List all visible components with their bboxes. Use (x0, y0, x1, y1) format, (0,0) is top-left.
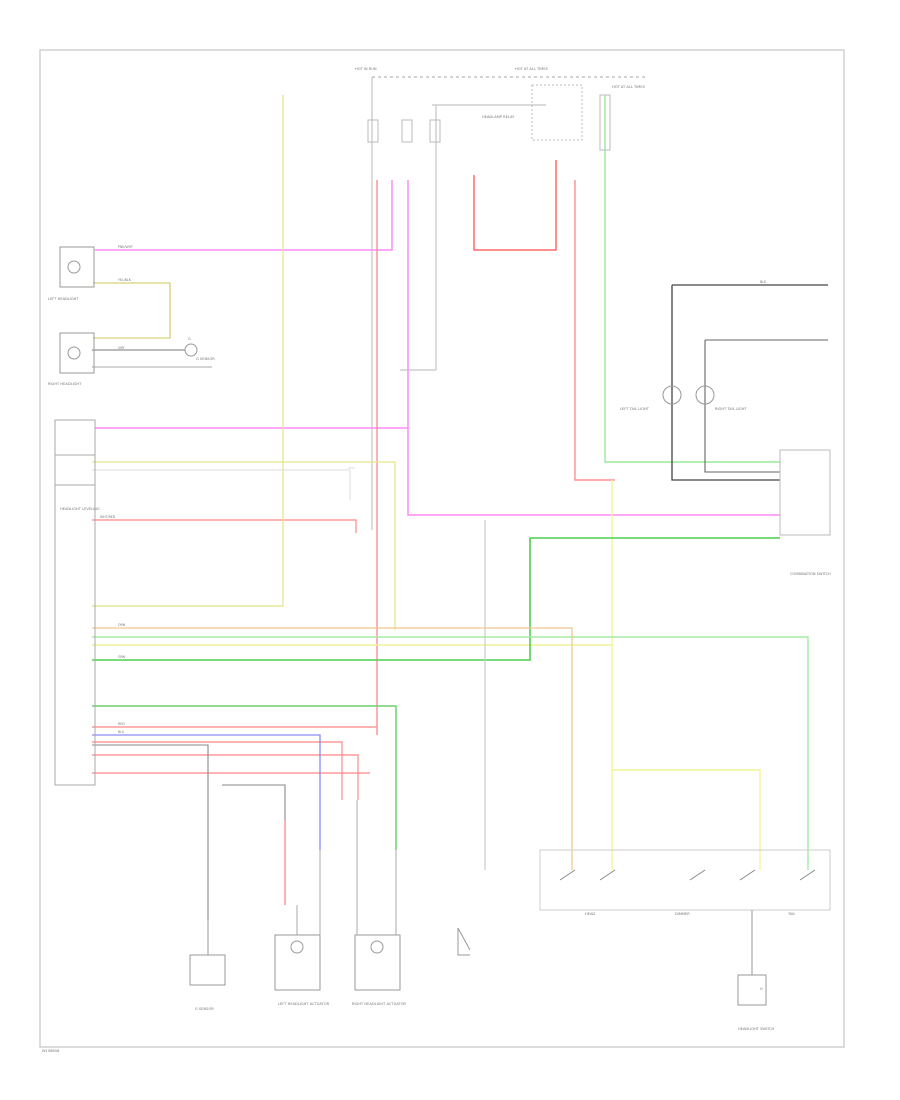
label-headlight-switch: HEADLIGHT SWITCH (738, 1027, 774, 1031)
wire-green-2 (92, 705, 397, 850)
label-headlight-leveling: HEADLIGHT LEVELING (60, 507, 100, 511)
wire-label-red: RED (118, 722, 125, 726)
wire-yellow-leveling (93, 282, 171, 339)
left-headlight-box (59, 246, 95, 288)
combination-switch-box (779, 449, 831, 536)
label-ground-bottom: G (760, 987, 763, 991)
wire-green (92, 537, 780, 661)
wire-gray-2 (92, 744, 286, 920)
wire-black-2 (704, 339, 828, 473)
headlamp-relay-box (531, 84, 583, 141)
switch-ground-box (737, 974, 767, 1006)
wire-label-pink: PNK/WHT (118, 245, 133, 249)
fuse-2 (401, 119, 413, 143)
wire-label-green: GRN (118, 655, 126, 659)
wire-black (671, 284, 828, 481)
module-connector-1 (54, 454, 96, 486)
wire-yellow (92, 95, 284, 607)
label-hot-in-run-top: HOT IN RUN (355, 67, 377, 71)
wire-red-module (92, 519, 377, 800)
label-hot-at-all-times: HOT AT ALL TIMES (515, 67, 549, 71)
headlight-control-module (54, 419, 96, 786)
label-head: HEAD (585, 912, 595, 916)
fuse-4 (599, 94, 611, 151)
right-headlight-bulb (67, 346, 81, 360)
wire-label-black: BLK (760, 280, 767, 284)
leveling-connector-icon (184, 343, 198, 357)
left-tail-light-bulb (662, 385, 682, 405)
label-left-headlight: LEFT HEADLIGHT (48, 297, 79, 301)
fuse-1 (367, 119, 379, 143)
wire-label-orange: ORN (118, 623, 126, 627)
wire-orange (92, 627, 573, 870)
wire-light (92, 467, 355, 500)
diagram-border (39, 49, 845, 1048)
wire-red (376, 180, 615, 735)
right-actuator-motor (370, 940, 384, 954)
label-right-tail-light: RIGHT TAIL LIGHT (715, 407, 748, 411)
label-combination-switch: COMBINATION SWITCH (790, 572, 831, 576)
g-sensor-bottom-box (189, 954, 226, 986)
wire-pink (95, 180, 780, 516)
label-right-headlight: RIGHT HEADLIGHT (48, 382, 82, 386)
wire-blue (92, 734, 321, 850)
headlight-switch-box (539, 849, 831, 911)
label-g-sensor-top: G SENSOR (196, 357, 215, 361)
right-headlight-box (59, 332, 95, 374)
label-dimmer: DIMMER (675, 912, 690, 916)
wire-yellow-switch (611, 480, 761, 870)
wire-gray (400, 105, 437, 371)
fuse-3 (429, 119, 441, 143)
component-layer (54, 84, 831, 1006)
right-tail-light-bulb (695, 385, 715, 405)
wire-label-gray: GRY (118, 346, 124, 350)
wire-label-blue: BLU (118, 730, 125, 734)
left-actuator-box (274, 934, 321, 991)
label-headlamp-relay: HEADLAMP RELAY (482, 115, 515, 119)
label-left-tail-light: LEFT TAIL LIGHT (620, 407, 650, 411)
actuator-feeds (296, 800, 397, 935)
wire-yellow-3 (92, 461, 396, 630)
label-right-headlight-actuator: RIGHT HEADLIGHT ACTUATOR (352, 1002, 406, 1006)
label-g-sensor-bottom: G SENSOR (195, 1007, 214, 1011)
wire-layer (92, 76, 828, 920)
wire-label-yellow: YEL/BLK (118, 278, 132, 282)
footer-id: W106658 (42, 1049, 60, 1053)
wire-light-green (604, 95, 780, 463)
label-ground-top: G (188, 337, 191, 341)
switch-contacts-icon (559, 869, 816, 881)
ground-symbol-icon (457, 927, 471, 956)
label-layer: HOT IN RUN HOT AT ALL TIMES HOT AT ALL T… (42, 67, 831, 1053)
right-actuator-box (354, 934, 401, 991)
left-actuator-motor (290, 940, 304, 954)
label-tail: TAIL (787, 912, 795, 916)
label-hot-at-all-times-2: HOT AT ALL TIMES (612, 85, 646, 89)
wire-red-relay (473, 160, 557, 251)
left-headlight-bulb (67, 260, 81, 274)
wire-label-white-red: WHT/RED (100, 515, 116, 519)
wire-light-green-2 (92, 636, 809, 870)
label-left-headlight-actuator: LEFT HEADLIGHT ACTUATOR (278, 1002, 330, 1006)
